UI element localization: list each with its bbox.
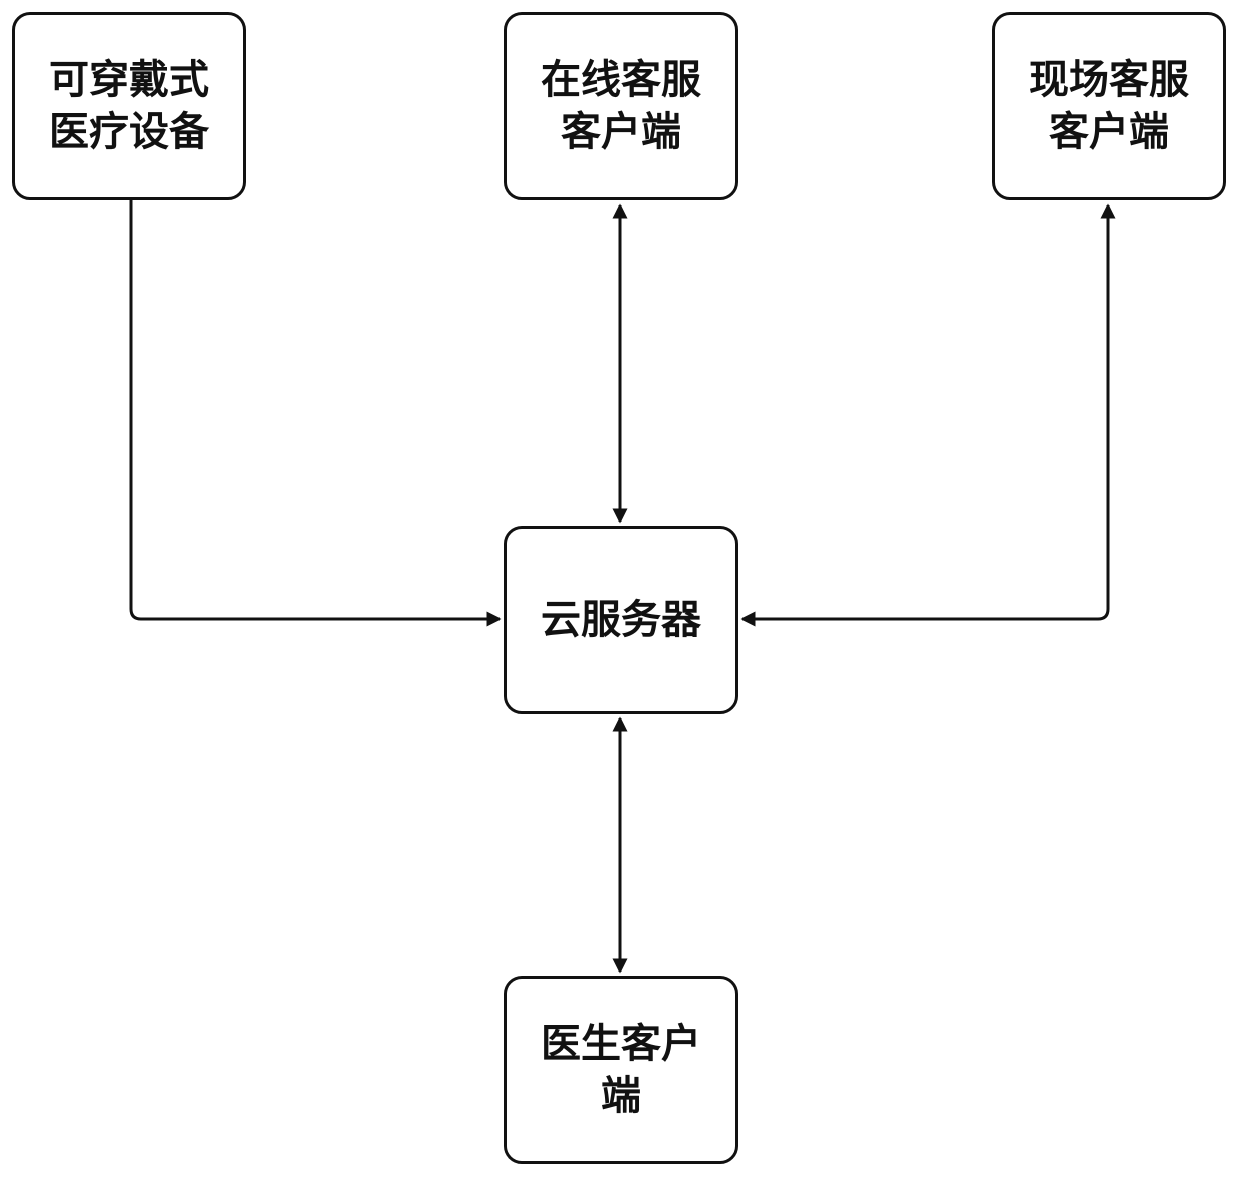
node-label-line: 可穿戴式	[49, 54, 209, 106]
node-online-service-client: 在线客服 客户端	[504, 12, 738, 200]
node-label-line: 客户端	[541, 106, 701, 158]
node-wearable-medical-device: 可穿戴式 医疗设备	[12, 12, 246, 200]
edge-wearable-to-cloud	[131, 200, 500, 619]
node-label-line: 客户端	[1029, 106, 1189, 158]
node-label-line: 医生客户	[541, 1018, 701, 1070]
node-label-line: 在线客服	[541, 54, 701, 106]
node-cloud-server: 云服务器	[504, 526, 738, 714]
node-label-line: 端	[541, 1070, 701, 1122]
edge-onsite-cloud	[742, 205, 1108, 619]
node-label-line: 云服务器	[541, 594, 701, 646]
node-label-line: 现场客服	[1029, 54, 1189, 106]
node-doctor-client: 医生客户 端	[504, 976, 738, 1164]
node-label-line: 医疗设备	[49, 106, 209, 158]
node-onsite-service-client: 现场客服 客户端	[992, 12, 1226, 200]
